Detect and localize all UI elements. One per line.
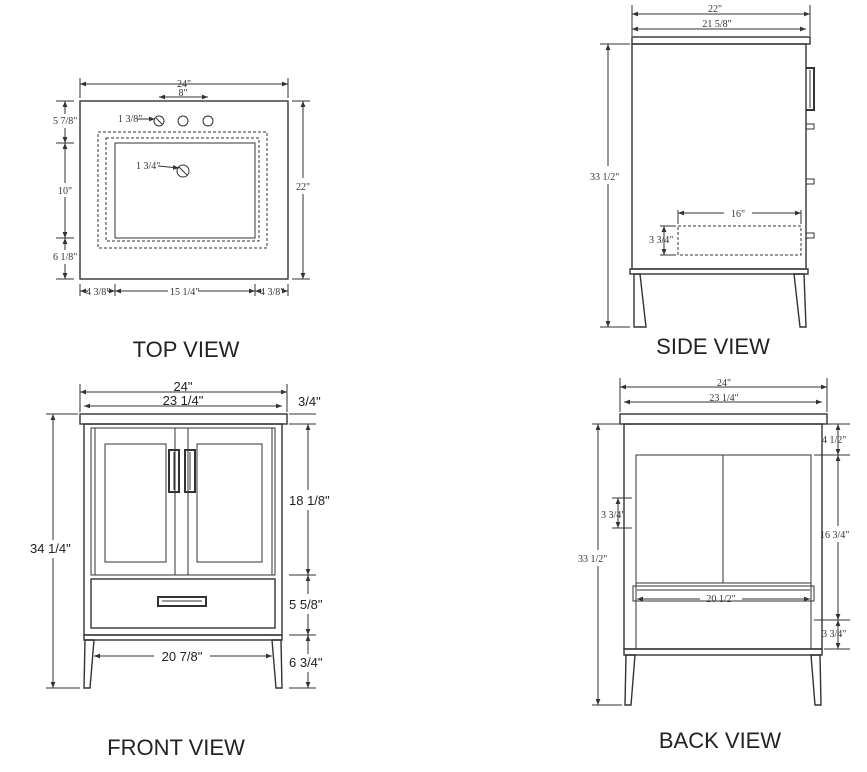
dim-back-top-width: 24" [717, 378, 731, 389]
top-view: 24" 8" 1 3/8" 1 3/4" 5 7/8" 10" 6 1/8" 2… [53, 78, 310, 362]
title-front-view: FRONT VIEW [107, 735, 245, 760]
dim-bowl-width: 15 1/4" [170, 287, 199, 298]
front-view: 24" 23 1/4" 3/4" 34 1/4" 18 1/8" 5 5/8" … [30, 379, 330, 760]
dim-shelf-gap: 3 3/4" [601, 510, 625, 521]
dim-top-width: 24" [173, 379, 192, 394]
dim-shelf-depth: 16" [731, 209, 745, 220]
side-leg-back [793, 273, 807, 328]
front-base-rail [83, 634, 283, 641]
dim-opening-height: 16 3/4" [820, 530, 849, 541]
front-right-door [187, 427, 273, 576]
side-shelf-dashed [677, 225, 802, 256]
back-leg-right [810, 654, 822, 706]
dim-drawer-height: 5 5/8" [289, 597, 323, 612]
dim-overall-width: 24" [177, 79, 191, 90]
faucet-hole-right [202, 115, 214, 127]
dim-faucet-spread: 8" [178, 88, 187, 99]
front-left-door-handle [168, 449, 180, 493]
dim-opening-width: 20 1/2" [706, 594, 735, 605]
countertop-outline [79, 100, 289, 280]
dim-back-height: 33 1/2" [578, 554, 607, 565]
front-leg-right [271, 639, 283, 689]
title-side-view: SIDE VIEW [656, 334, 770, 359]
basin-outer-dashed [97, 131, 268, 249]
faucet-hole-center [177, 115, 189, 127]
front-top-slab [79, 413, 288, 425]
drain-slash [178, 166, 188, 176]
side-hinge-lower [805, 178, 815, 185]
dim-bowl-depth: 10" [58, 186, 72, 197]
dim-total-height: 34 1/4" [30, 541, 71, 556]
title-top-view: TOP VIEW [133, 337, 240, 362]
front-left-door-panel [104, 443, 167, 563]
side-drawer-pull [805, 232, 815, 239]
front-cabinet-frame [83, 423, 283, 636]
back-leg-left [624, 654, 636, 706]
dim-top-to-opening: 4 1/2" [822, 435, 846, 446]
dim-right-margin: 4 3/8" [260, 287, 284, 298]
dim-height: 33 1/2" [590, 172, 619, 183]
side-view: 22" 21 5/8" 33 1/2" 16" 3 3/4" SIDE VIEW [590, 4, 815, 359]
dim-back-cabinet-width: 23 1/4" [709, 393, 738, 404]
dim-overall-depth: 22" [296, 182, 310, 193]
front-left-door [94, 427, 176, 576]
dim-back-to-bowl: 5 7/8" [53, 116, 77, 127]
side-base-rail [629, 268, 809, 275]
leader-drain-hole [157, 165, 180, 170]
dim-leg-span: 20 7/8" [162, 649, 203, 664]
side-door-handle [806, 67, 815, 111]
dim-leg-height: 6 3/4" [289, 655, 323, 670]
dim-top-thickness: 3/4" [298, 394, 321, 409]
dim-bottom-gap: 3 3/4" [822, 629, 846, 640]
dim-cabinet-width: 23 1/4" [163, 393, 204, 408]
drain-hole [176, 164, 190, 178]
front-right-door-handle [184, 449, 196, 493]
side-top-slab [631, 36, 811, 45]
dim-door-height: 18 1/8" [289, 493, 330, 508]
back-shelf [632, 585, 815, 602]
back-base-rail [623, 648, 823, 656]
dim-top-depth: 22" [708, 4, 722, 15]
side-hinge-upper [805, 123, 815, 130]
faucet-hole-slash [155, 117, 163, 125]
bowl-outline [114, 142, 256, 239]
dim-drain-hole: 1 3/4" [136, 161, 160, 172]
dim-left-margin: 4 3/8" [86, 287, 110, 298]
front-drawer-pull [157, 596, 207, 607]
dim-bowl-to-front: 6 1/8" [53, 252, 77, 263]
front-leg-left [83, 639, 95, 689]
front-right-door-panel [196, 443, 263, 563]
title-back-view: BACK VIEW [659, 728, 781, 753]
back-top-slab [619, 413, 828, 425]
side-leg-front [633, 273, 647, 328]
dim-faucet-hole: 1 3/8" [118, 114, 142, 125]
front-drawer [90, 578, 276, 629]
basin-inner-dashed [105, 137, 260, 242]
dim-shelf-height: 3 3/4" [649, 235, 673, 246]
dim-cabinet-depth: 21 5/8" [702, 19, 731, 30]
back-view: 24" 23 1/4" 33 1/2" 3 3/4" 4 1/2" 16 3/4… [578, 378, 850, 753]
front-door-opening [90, 427, 276, 576]
